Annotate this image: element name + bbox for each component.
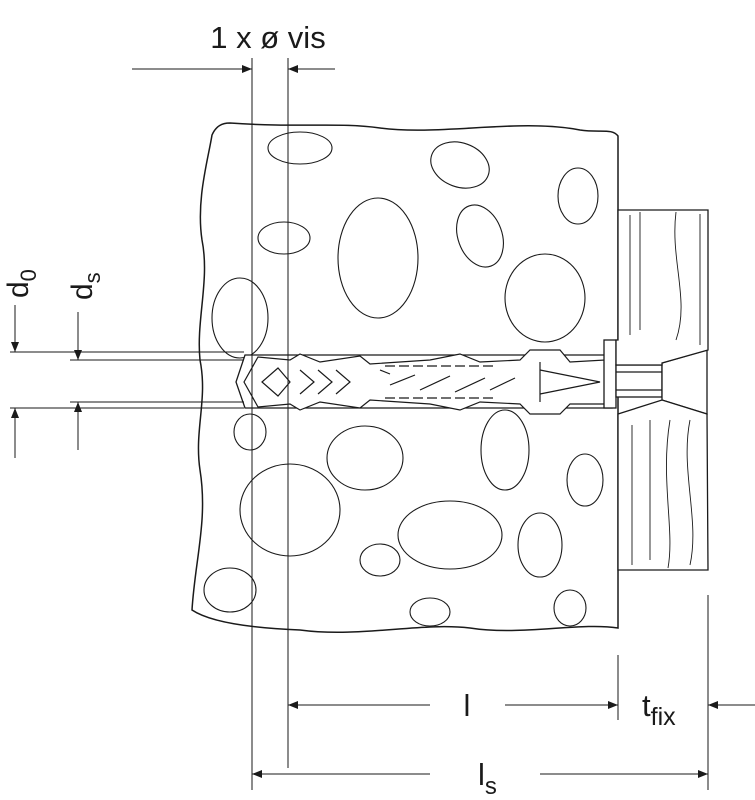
aggregate-stones	[203, 131, 604, 627]
wood-fixture	[615, 209, 709, 571]
ls-main: l	[478, 757, 485, 792]
screw-head	[603, 339, 708, 415]
d0-label: d0	[2, 269, 41, 298]
dimension-arrows	[11, 65, 755, 778]
ls-sub: s	[485, 773, 497, 800]
plug-anchor	[243, 349, 606, 415]
tfix-label: tfix	[642, 688, 676, 731]
ds-sub: s	[80, 272, 105, 283]
tfix-main: t	[642, 688, 651, 723]
l-label: l	[464, 688, 471, 723]
tfix-sub: fix	[651, 703, 677, 731]
d0-sub: 0	[16, 269, 41, 281]
screw-diameter-label: 1 x ø vis	[210, 20, 325, 55]
d0-main: d	[2, 281, 35, 298]
extension-lines	[10, 58, 709, 790]
ds-main: d	[66, 283, 99, 300]
ls-label: ls	[478, 757, 497, 800]
ds-label: ds	[66, 272, 105, 300]
svg-text:d0: d0	[2, 269, 41, 298]
svg-text:ds: ds	[66, 272, 105, 300]
